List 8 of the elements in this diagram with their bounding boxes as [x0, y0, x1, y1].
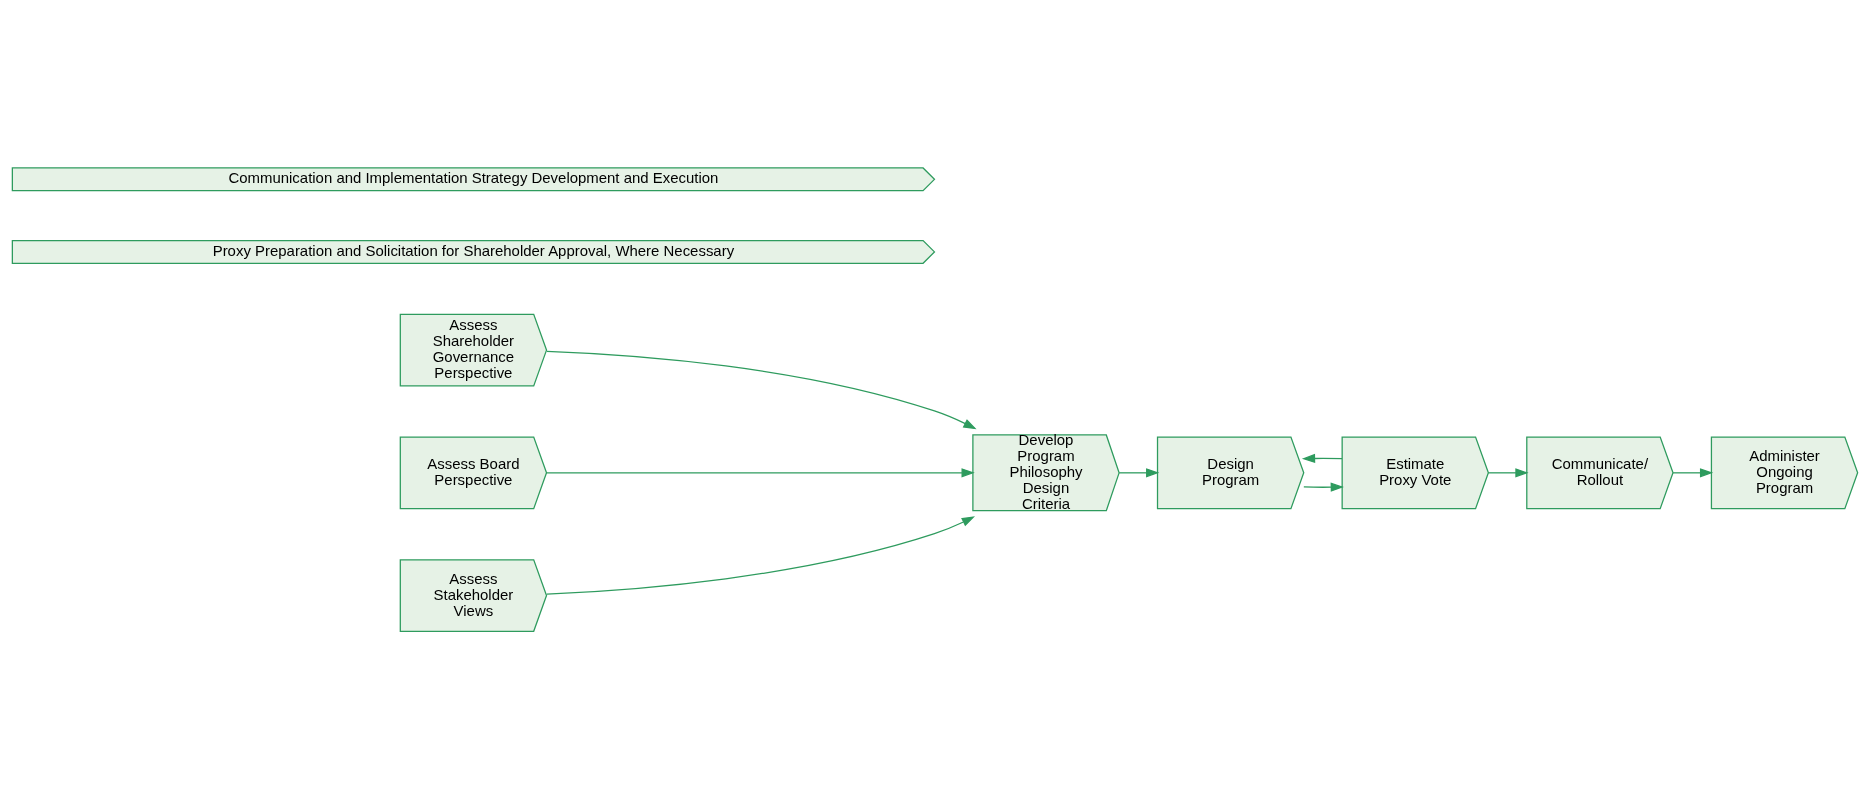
arrow	[1672, 467, 1714, 477]
arrow	[546, 350, 977, 429]
arrow	[546, 515, 975, 595]
arrow	[1303, 482, 1344, 492]
arrow	[546, 467, 975, 477]
arrow	[1118, 467, 1160, 477]
arrow	[1301, 453, 1343, 463]
arrow	[1487, 467, 1529, 477]
